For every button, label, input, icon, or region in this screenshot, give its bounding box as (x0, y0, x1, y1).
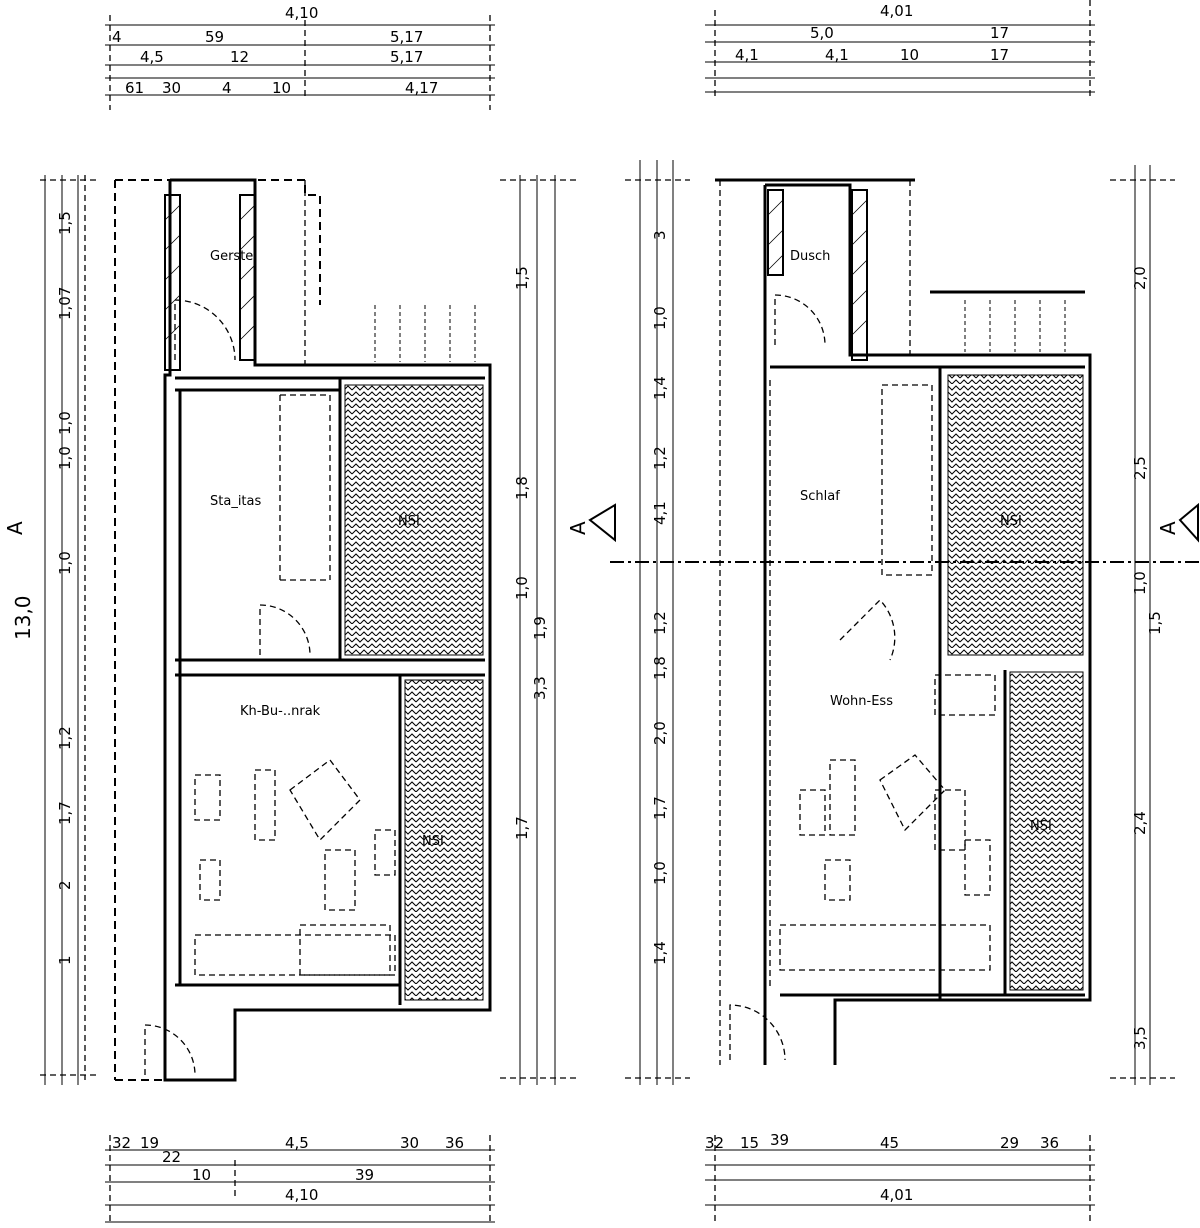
room-right-bed: Schlaf (800, 489, 840, 504)
dim-label: 3 (651, 230, 669, 240)
dim-label: 1,0 (56, 446, 74, 470)
dim-label: 5,0 (810, 24, 834, 42)
dim-label: 4,17 (405, 79, 438, 97)
dim-label: 17 (990, 46, 1009, 64)
far-right-vertical-dimensions: 2,0 2,5 1,0 1,5 2,4 3,5 (1110, 165, 1175, 1085)
section-mark-right: A (1156, 521, 1180, 535)
dim-label: 4,5 (285, 1134, 309, 1152)
dim-label: 10 (900, 46, 919, 64)
dim-label: 22 (162, 1148, 181, 1166)
dim-label: 30 (400, 1134, 419, 1152)
dim-label: 1,9 (531, 616, 549, 640)
dim-label: 1,5 (513, 266, 531, 290)
dim-label: 3,5 (1131, 1026, 1149, 1050)
room-ns-left-2: NSI (422, 834, 444, 849)
dim-label: 39 (355, 1166, 374, 1184)
right-floor-plan: Dusch Schlaf Wohn-Ess NSI NSI (715, 178, 1092, 1065)
dim-label: 32 (705, 1134, 724, 1152)
dim-label: 30 (162, 79, 181, 97)
dim-label: 39 (770, 1131, 789, 1149)
left-top-dimensions: 4,10 4 59 5,17 4,5 12 5,17 61 30 4 10 4,… (105, 4, 495, 110)
dim-label: 2,0 (1131, 266, 1149, 290)
middle-vertical-dimensions: 1,5 1,8 1,0 1,9 1,7 3,3 (500, 175, 580, 1085)
dim-label: 1,5 (1146, 611, 1164, 635)
room-right-wc: Dusch (790, 249, 830, 264)
right-plan-vertical-dimensions: 3 1,0 1,4 1,2 4,1 1,2 1,8 2,0 1,7 1,0 1,… (625, 160, 690, 1085)
dim-label: 32 (112, 1134, 131, 1152)
dim-label: 10 (192, 1166, 211, 1184)
dim-label: 5,17 (390, 48, 423, 66)
right-top-dimensions: 4,01 5,0 4,1 4,1 17 10 17 (705, 0, 1095, 100)
dim-label: 2,4 (1131, 811, 1149, 835)
left-bottom-total: 4,10 (285, 1186, 318, 1204)
dim-label: 2,5 (1131, 456, 1149, 480)
dim-label: 1,8 (513, 476, 531, 500)
room-kitchen: Kh-Bu-..nrak (240, 704, 321, 719)
dim-label: 5,17 (390, 28, 423, 46)
dim-label: 1,2 (56, 726, 74, 750)
dim-label: 1,7 (513, 816, 531, 840)
dim-label: 45 (880, 1134, 899, 1152)
dim-label: 12 (230, 48, 249, 66)
left-bottom-dimensions: 4,10 32 19 22 4,5 30 36 10 39 (105, 1134, 495, 1225)
section-axis: A A (566, 502, 1200, 563)
dim-label: 19 (140, 1134, 159, 1152)
dim-label: 1,8 (651, 656, 669, 680)
dim-label: 1,0 (1131, 571, 1149, 595)
dim-label: 4,1 (735, 46, 759, 64)
dim-label: 1,2 (651, 446, 669, 470)
dim-label: 36 (1040, 1134, 1059, 1152)
room-right-living: Wohn-Ess (830, 694, 893, 709)
dim-label: 1,0 (56, 551, 74, 575)
dim-label: 1,7 (651, 796, 669, 820)
dim-label: 1,2 (651, 611, 669, 635)
dim-label: 2 (56, 880, 74, 890)
dim-label: 1,07 (56, 287, 74, 320)
dim-label: 1,0 (56, 411, 74, 435)
room-ns-right-2: NSI (1030, 819, 1052, 834)
dim-label: 4,5 (140, 48, 164, 66)
section-mark-mid: A (566, 521, 590, 535)
dim-label: 1,4 (651, 376, 669, 400)
dim-label: 10 (272, 79, 291, 97)
room-ns-left: NSI (398, 514, 420, 529)
dim-label: 29 (1000, 1134, 1019, 1152)
room-left-wc: Gerste (210, 249, 253, 264)
dim-label: 4 (112, 28, 122, 46)
dim-label: 1,0 (651, 306, 669, 330)
room-ns-right: NSI (1000, 514, 1022, 529)
left-floor-plan: Gerste Sta_itas Kh-Bu-..nrak NSI NSI (114, 178, 492, 1082)
left-top-total: 4,10 (285, 4, 318, 22)
dim-label: 4,1 (825, 46, 849, 64)
dim-label: 15 (740, 1134, 759, 1152)
dim-label: 1,0 (513, 576, 531, 600)
dim-label: 36 (445, 1134, 464, 1152)
dim-label: 2,0 (651, 721, 669, 745)
dim-label: 1,7 (56, 801, 74, 825)
right-bottom-dimensions: 4,01 32 15 39 45 29 36 (705, 1131, 1095, 1225)
right-bottom-total: 4,01 (880, 1186, 913, 1204)
dim-label: 1,0 (651, 861, 669, 885)
right-top-total: 4,01 (880, 2, 913, 20)
dim-label: 61 (125, 79, 144, 97)
dim-label: 17 (990, 24, 1009, 42)
left-total-height: 13,0 (11, 595, 35, 640)
dim-label: 1,5 (56, 211, 74, 235)
dim-label: 3,3 (531, 676, 549, 700)
left-vertical-dimensions: 13,0 1,5 1,07 1,0 1,0 1,0 1,2 2 1,7 1 A (3, 175, 100, 1085)
dim-label: 4,1 (651, 501, 669, 525)
dim-label: 59 (205, 28, 224, 46)
section-mark-left: A (3, 521, 27, 535)
dim-label: 1 (56, 955, 74, 965)
dim-label: 4 (222, 79, 232, 97)
dim-label: 1,4 (651, 941, 669, 965)
room-hall: Sta_itas (210, 494, 261, 509)
